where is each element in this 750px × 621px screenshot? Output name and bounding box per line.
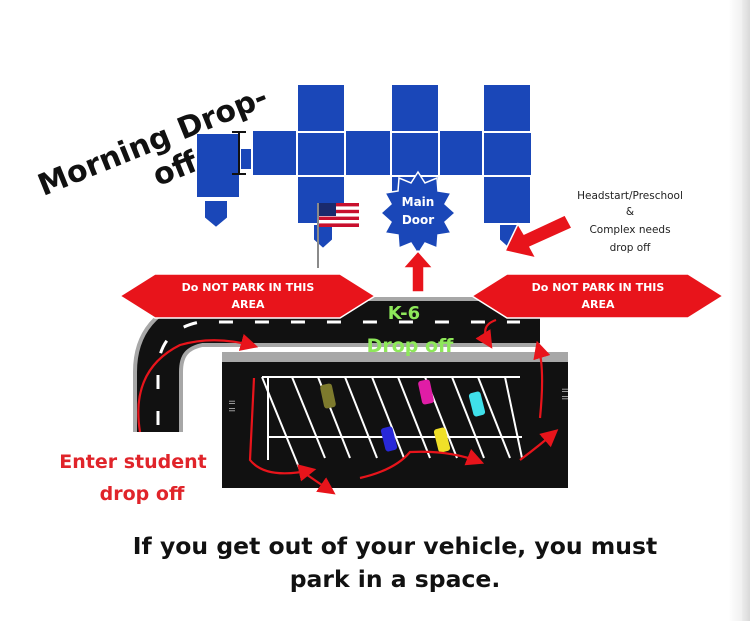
headstart-note: Headstart/Preschool & Complex needs drop… bbox=[577, 190, 683, 254]
headstart-line3: Complex needs bbox=[589, 224, 670, 236]
parked-car bbox=[418, 379, 434, 405]
parked-car bbox=[320, 383, 336, 409]
parked-car bbox=[468, 391, 486, 417]
headstart-arrow-icon bbox=[503, 214, 574, 260]
main-door-line1: Main bbox=[402, 195, 435, 209]
k6-line2: Drop off bbox=[367, 335, 454, 357]
enter-line2: drop off bbox=[100, 483, 185, 505]
building-bracket bbox=[232, 131, 246, 175]
parked-cars bbox=[320, 379, 486, 453]
parking-stalls bbox=[261, 376, 523, 471]
page-edge-shadow bbox=[728, 0, 742, 621]
parked-car bbox=[380, 426, 398, 452]
curb bbox=[222, 352, 568, 364]
headstart-line1: Headstart/Preschool bbox=[577, 190, 683, 202]
k6-drop-off-label: K-6 Drop off bbox=[367, 303, 454, 357]
main-door-line2: Door bbox=[402, 213, 434, 227]
enter-line1: Enter student bbox=[59, 451, 206, 473]
notice-line2: park in a space. bbox=[289, 565, 501, 593]
lot-edge-mark-left: II II bbox=[227, 400, 236, 412]
no-park-left-line2: AREA bbox=[231, 298, 264, 311]
headstart-line2: & bbox=[626, 206, 634, 218]
headstart-line4: drop off bbox=[610, 242, 652, 254]
main-door-badge: Main Door bbox=[379, 170, 457, 256]
parking-notice: If you get out of your vehicle, you must… bbox=[70, 530, 720, 596]
no-park-right-line2: AREA bbox=[581, 298, 614, 311]
page-edge bbox=[742, 0, 750, 621]
no-park-banner-right: Do NOT PARK IN THIS AREA bbox=[470, 273, 725, 319]
american-flag-icon bbox=[317, 203, 359, 268]
lot-edge-mark-right: II II bbox=[560, 388, 569, 400]
parked-car bbox=[433, 427, 451, 453]
traffic-flow-arrows bbox=[137, 318, 559, 495]
parking-lot bbox=[222, 362, 568, 488]
k6-line1: K-6 bbox=[388, 303, 420, 324]
entry-road bbox=[137, 301, 540, 432]
notice-line1: If you get out of your vehicle, you must bbox=[132, 532, 658, 560]
main-door-arrow-icon bbox=[401, 249, 435, 293]
no-park-right-line1: Do NOT PARK IN THIS bbox=[532, 281, 665, 294]
building-west-block bbox=[195, 132, 241, 199]
no-park-banner-left: Do NOT PARK IN THIS AREA bbox=[118, 273, 377, 319]
no-park-left-line1: Do NOT PARK IN THIS bbox=[182, 281, 315, 294]
enter-drop-off-label: Enter student drop off bbox=[59, 451, 206, 505]
